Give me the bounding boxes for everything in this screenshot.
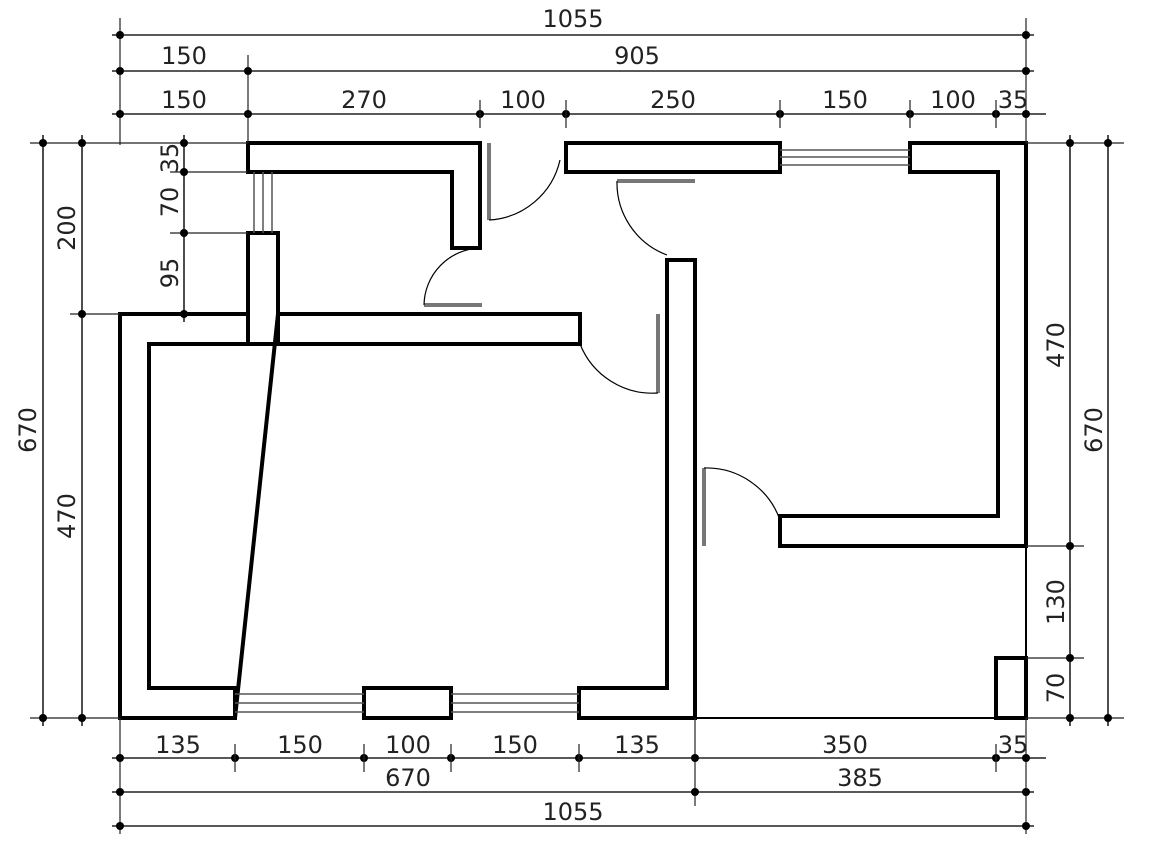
window-bottom-left: [235, 693, 364, 713]
bottom-row1-dimension-6: 350: [822, 731, 868, 759]
bottom-total-dimension: 1055: [542, 798, 603, 826]
left-inner-dimension-2: 470: [53, 493, 81, 539]
door-small-room: [423, 247, 482, 307]
wall-bottom-right: [577, 258, 697, 720]
left-small-dimension-2: 70: [156, 187, 184, 218]
right-outer-dimension: 670: [1080, 407, 1108, 453]
wall-right-wing: [778, 141, 1028, 548]
right-dimensions: 470 130 70 670: [1026, 135, 1124, 726]
wall-bottom-pier: [362, 686, 453, 720]
wall-stub: [246, 231, 280, 314]
bottom-row1-dimension-7: 35: [998, 731, 1029, 759]
left-dimensions: 670 200 470 35 70 95: [14, 135, 248, 726]
left-small-dimension-3: 95: [156, 258, 184, 289]
windows: [235, 149, 910, 713]
left-small-dimension-1: 35: [156, 143, 184, 174]
left-inner-dimension-1: 200: [53, 205, 81, 251]
top-row3-dimension-2: 270: [341, 86, 387, 114]
doors: [423, 143, 781, 546]
window-top-right: [780, 149, 910, 166]
bottom-row1-dimension-3: 100: [385, 731, 431, 759]
bottom-row1-dimension-1: 135: [155, 731, 201, 759]
door-right-room-top: [616, 179, 695, 256]
bottom-row2-dimension-2: 385: [837, 764, 883, 792]
wall-main-room: [118, 312, 582, 719]
top-row3-dimension-7: 35: [998, 86, 1029, 114]
door-main-room: [579, 314, 660, 394]
top-dimensions: 1055 150 905 150 270 100 250 150 100 35: [112, 5, 1046, 145]
top-row3-dimension-5: 150: [822, 86, 868, 114]
bottom-dimensions: 135 150 100 150 135 350 35 670 385 1055: [112, 718, 1046, 834]
bottom-row1-dimension-2: 150: [277, 731, 323, 759]
bottom-row1-dimension-4: 150: [492, 731, 538, 759]
wall-top-room-band: [276, 312, 582, 346]
left-outer-dimension: 670: [14, 407, 42, 453]
window-bottom-right: [451, 693, 579, 713]
top-row2-dimension-1: 150: [161, 42, 207, 70]
right-inner-dimension-1: 470: [1042, 322, 1070, 368]
wall-top-middle: [564, 141, 782, 174]
bottom-row1-dimension-5: 135: [614, 731, 660, 759]
wall-corner-column: [994, 656, 1028, 720]
top-total-dimension: 1055: [542, 5, 603, 33]
top-row3-dimension-3: 100: [500, 86, 546, 114]
top-row2-dimension-2: 905: [614, 42, 660, 70]
top-row3-dimension-6: 100: [930, 86, 976, 114]
door-right-room-bottom: [702, 467, 781, 546]
bottom-row2-dimension-1: 670: [385, 764, 431, 792]
top-row3-dimension-4: 250: [650, 86, 696, 114]
wall-main-room-left: [118, 312, 250, 720]
walls: [118, 141, 1028, 720]
right-inner-dimension-3: 70: [1042, 673, 1070, 704]
wall-top-left: [246, 141, 482, 250]
door-top-entrance: [487, 143, 561, 221]
right-inner-dimension-2: 130: [1042, 579, 1070, 625]
top-row3-dimension-1: 150: [161, 86, 207, 114]
window-left-vertical: [253, 172, 273, 233]
